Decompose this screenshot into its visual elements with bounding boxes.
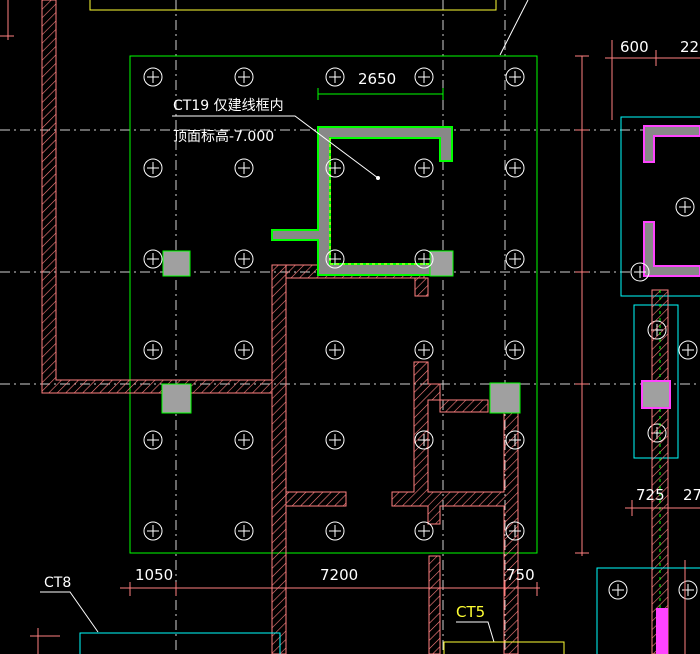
- dim-top-right: [605, 40, 700, 120]
- dim-top: [317, 88, 444, 100]
- right-structure: [596, 116, 700, 654]
- dim-right-1: 1650: [561, 80, 577, 110]
- ct5-label: CT5: [456, 603, 485, 621]
- dim-right-3: 2500: [561, 318, 577, 348]
- note-leader: [172, 115, 380, 180]
- dim-right-2: 3150: [561, 190, 577, 220]
- dim-bottom-2: 7200: [320, 566, 358, 584]
- dim-bottom-chain: [120, 582, 540, 596]
- internal-walls: [271, 264, 519, 654]
- ct5-leader: [456, 621, 495, 643]
- pile-cap-boundary: [129, 55, 538, 554]
- top-frame: [0, 0, 529, 56]
- ct8-frame: [79, 632, 281, 654]
- dim-top-right-1: 600: [620, 38, 649, 56]
- shaft-walls: [271, 126, 453, 276]
- dim-side-1: 725: [636, 486, 665, 504]
- ct5-frame: [443, 641, 565, 654]
- dim-top-right-2: 220: [680, 38, 700, 56]
- note-line-2: 顶面标高-7.000: [173, 128, 274, 145]
- ct8-label: CT8: [44, 575, 71, 591]
- dim-right-4: 3700: [561, 460, 577, 490]
- note-line-1: CT19 仅建线框内: [173, 98, 284, 114]
- columns: [161, 250, 521, 414]
- left-wall: [41, 0, 273, 394]
- dim-bottom-1: 1050: [135, 566, 173, 584]
- dim-top-label: 2650: [358, 70, 396, 88]
- dim-bottom-3: 750: [506, 566, 535, 584]
- dim-right-chain: [575, 55, 589, 556]
- dim-side-2: 27: [683, 486, 700, 504]
- ct8-leader: [40, 591, 99, 633]
- dim-side-bottom: [625, 500, 700, 516]
